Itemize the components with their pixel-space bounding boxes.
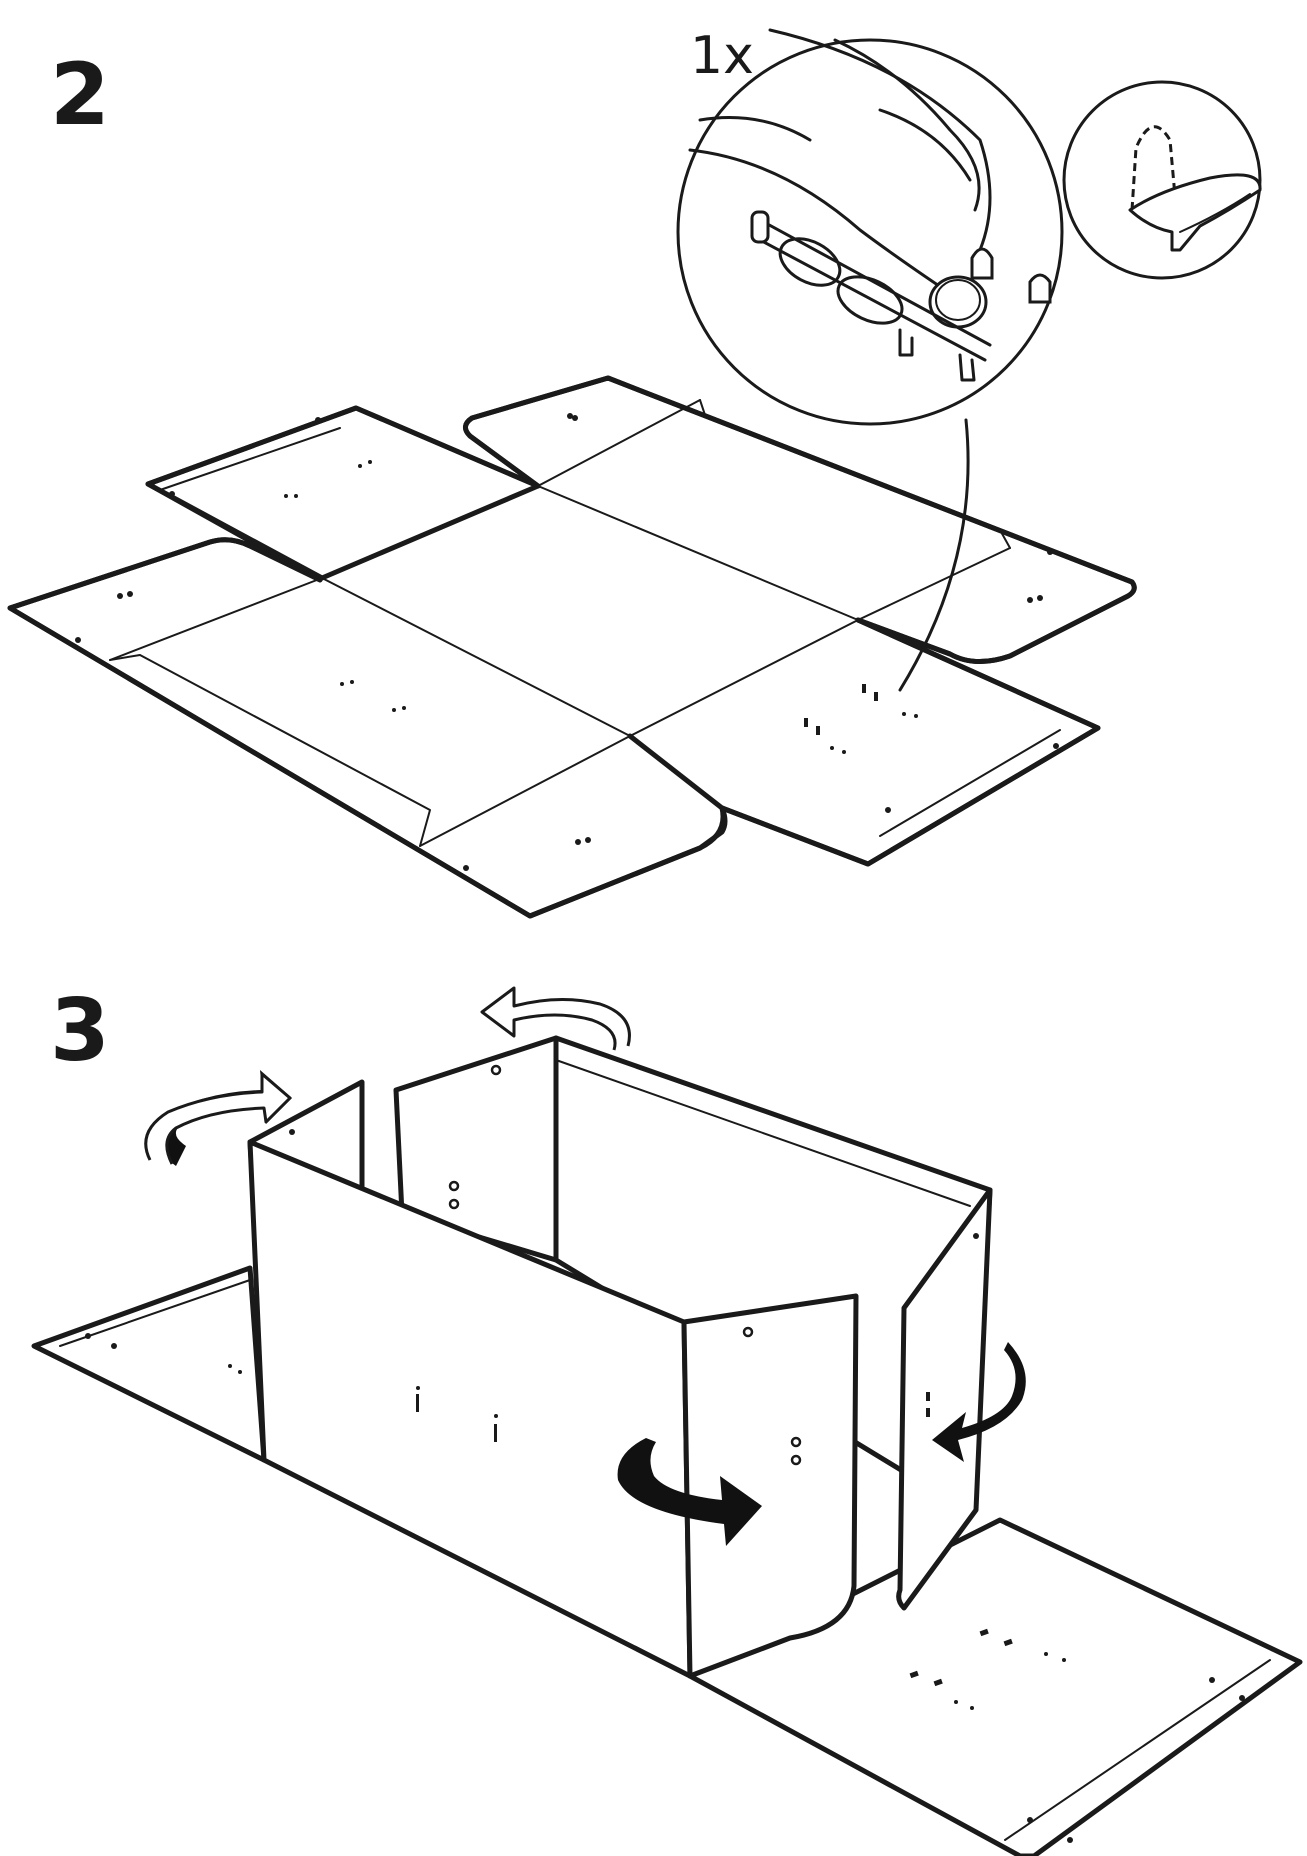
curved-rotate-arrow-icon [144, 986, 1026, 1546]
flap-top-right [463, 375, 1137, 664]
flap-left [7, 537, 726, 919]
step-number-3: 3 [50, 981, 110, 1081]
back-left-flap [393, 1035, 559, 1263]
front-right-flap [681, 1293, 859, 1679]
flat-box-net [7, 375, 1137, 919]
right-end-flap [896, 1187, 993, 1611]
callout-leader [898, 418, 970, 692]
net-outline [7, 375, 1137, 919]
step-number-2: 2 [50, 45, 110, 145]
flap-bottom-right [719, 617, 1101, 867]
plastic-peg-icon [1062, 80, 1262, 280]
net-holes [75, 413, 1059, 871]
folding-box [31, 1035, 1303, 1856]
quantity-label: 1x [690, 26, 754, 86]
hand-pressing-peg-icon [676, 28, 1064, 426]
base-left [31, 1265, 267, 1463]
